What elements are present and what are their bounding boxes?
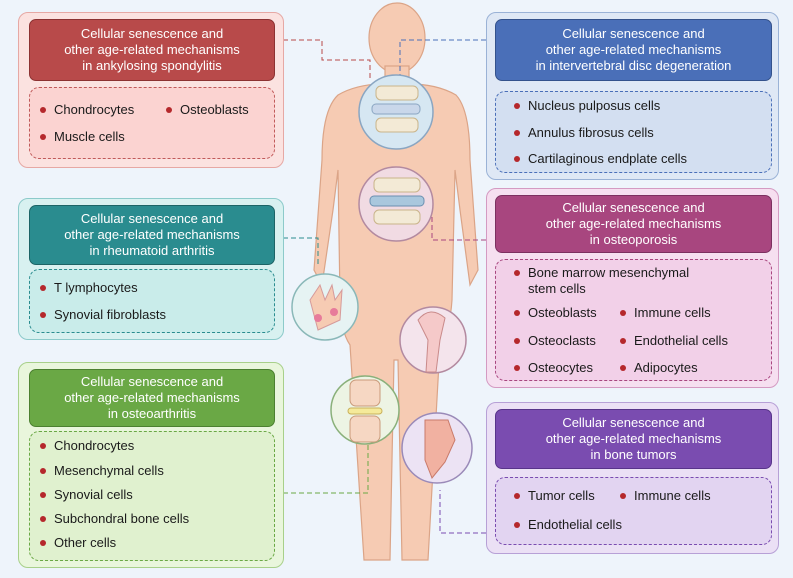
panel-bone-tumors: Cellular senescence and other age-relate… — [486, 402, 779, 554]
list-item: Synovial fibroblasts — [40, 307, 166, 322]
list-item: Tumor cells — [514, 488, 595, 503]
list-item: Osteocytes — [513, 360, 594, 375]
panel-header: Cellular senescence and other age-relate… — [495, 409, 772, 469]
panel-header: Cellular senescence and other age-relate… — [29, 205, 275, 265]
magnifier-tumor — [401, 412, 473, 484]
list-item: Annulus fibrosus cells — [514, 125, 654, 140]
header-line: in ankylosing spondylitis — [82, 58, 222, 73]
list-item: Osteoblasts — [166, 102, 249, 117]
magnifier-hand — [291, 273, 359, 341]
list-item: Nucleus pulposus cells — [513, 98, 661, 113]
list-item: T lymphocytes — [40, 280, 138, 295]
panel-header: Cellular senescence and other age-relate… — [495, 195, 772, 253]
list-item: Subchondral bone cells — [39, 511, 190, 526]
panel-header: Cellular senescence and other age-relate… — [29, 19, 275, 81]
list-item: Mesenchymal cells — [40, 463, 164, 478]
header-line: other age-related mechanisms — [64, 390, 240, 405]
panel-header: Cellular senescence and other age-relate… — [495, 19, 772, 81]
list-item-continued: stem cells — [528, 281, 586, 296]
panel-osteoporosis: Cellular senescence and other age-relate… — [486, 188, 779, 388]
panel-intervertebral-disc-degeneration: Cellular senescence and other age-relate… — [486, 12, 779, 180]
header-line: in intervertebral disc degeneration — [535, 58, 732, 73]
panel-rheumatoid-arthritis: Cellular senescence and other age-relate… — [18, 198, 284, 340]
list-item: Muscle cells — [40, 129, 125, 144]
header-line: Cellular senescence and — [562, 26, 705, 41]
list-item: Immune cells — [620, 305, 711, 320]
header-line: Cellular senescence and — [562, 415, 705, 430]
header-line: in bone tumors — [590, 447, 677, 462]
list-item: Osteoclasts — [514, 333, 596, 348]
header-line: other age-related mechanisms — [545, 431, 722, 446]
list-item: Immune cells — [620, 488, 711, 503]
header-line: Cellular senescence and — [80, 211, 224, 226]
connector-lines — [283, 39, 486, 534]
cell-list: Tumor cells Immune cells Endothelial cel… — [495, 477, 772, 545]
list-item: Cartilaginous endplate cells — [514, 151, 687, 166]
magnifier-femur — [399, 306, 467, 374]
list-item: Endothelial cells — [514, 517, 622, 532]
panel-ankylosing-spondylitis: Cellular senescence and other age-relate… — [18, 12, 284, 168]
header-line: in osteoarthritis — [107, 406, 197, 421]
header-line: Cellular senescence and — [80, 26, 224, 41]
cell-list: Bone marrow mesenchymal stem cells Osteo… — [495, 259, 772, 381]
magnifier-spine-upper — [358, 74, 434, 150]
list-item: Other cells — [39, 535, 117, 550]
header-line: Cellular senescence and — [80, 374, 224, 389]
list-item: Chondrocytes — [39, 438, 135, 453]
list-item: Bone marrow mesenchymal — [513, 265, 690, 280]
header-line: other age-related mechanisms — [545, 42, 722, 57]
magnifier-knee — [330, 375, 400, 445]
header-line: other age-related mechanisms — [545, 216, 722, 231]
header-line: other age-related mechanisms — [64, 42, 240, 57]
header-line: in osteoporosis — [589, 232, 678, 247]
panel-osteoarthritis: Cellular senescence and other age-relate… — [18, 362, 284, 568]
list-item: Endothelial cells — [620, 333, 728, 348]
magnifier-spine-lower — [358, 166, 434, 242]
list-item: Synovial cells — [40, 487, 133, 502]
cell-list: Chondrocytes Mesenchymal cells Synovial … — [29, 431, 275, 561]
panel-header: Cellular senescence and other age-relate… — [29, 369, 275, 427]
list-item: Adipocytes — [620, 360, 698, 375]
cell-list: Nucleus pulposus cells Annulus fibrosus … — [495, 91, 772, 173]
header-line: other age-related mechanisms — [64, 227, 240, 242]
list-item: Chondrocytes — [39, 102, 135, 117]
header-line: in rheumatoid arthritis — [89, 243, 215, 258]
list-item: Osteoblasts — [514, 305, 597, 320]
cell-list: T lymphocytes Synovial fibroblasts — [29, 269, 275, 333]
cell-list: Chondrocytes Osteoblasts Muscle cells — [29, 87, 275, 159]
header-line: Cellular senescence and — [562, 200, 705, 215]
